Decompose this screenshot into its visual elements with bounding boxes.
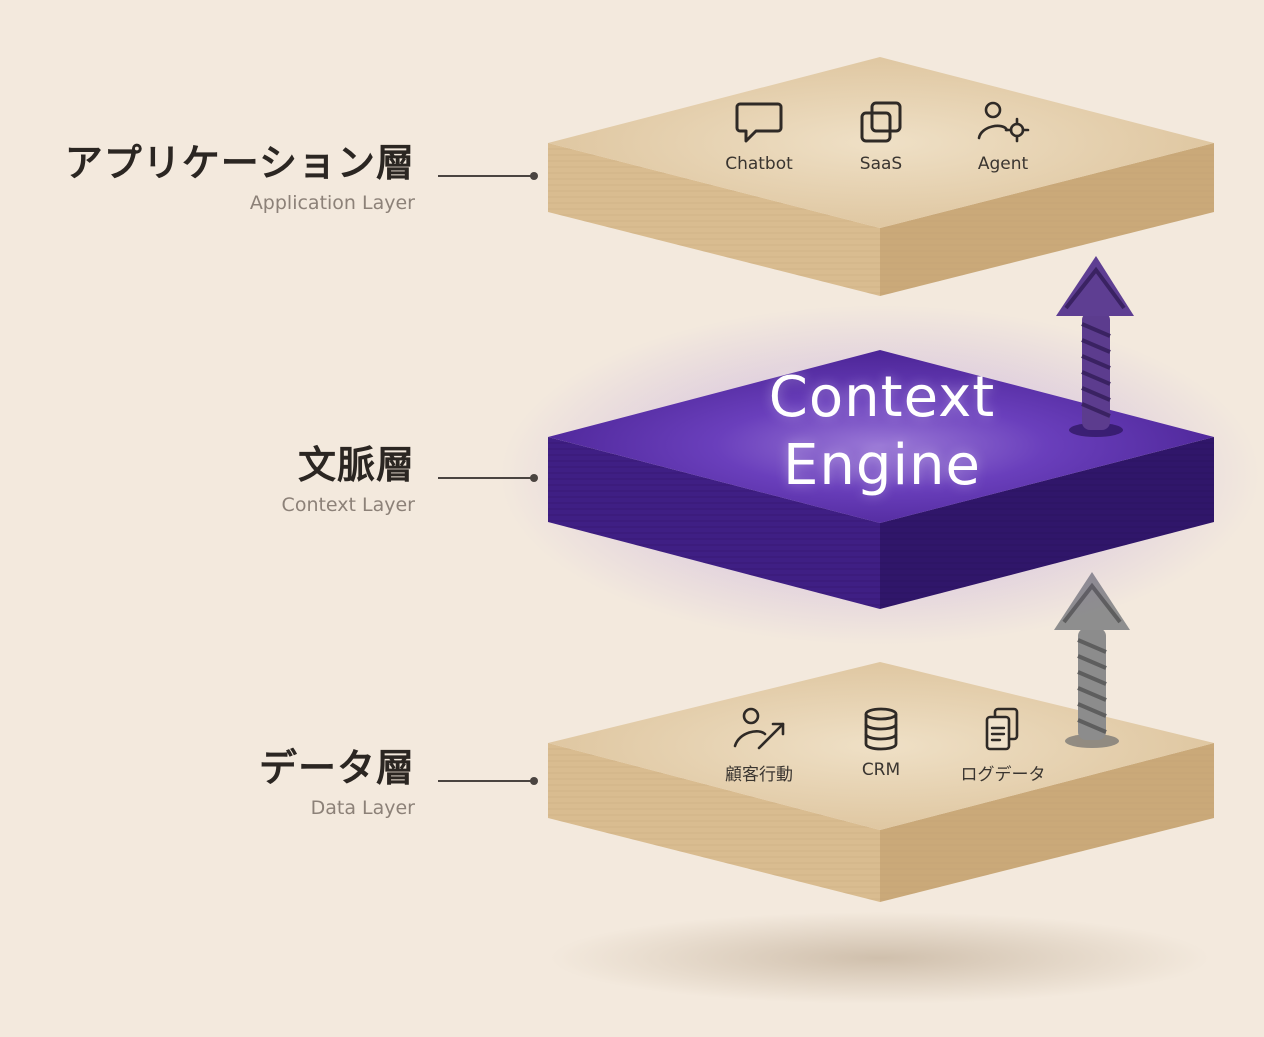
stacked-squares-icon bbox=[860, 101, 902, 143]
log-data-label: ログデータ bbox=[960, 765, 1046, 785]
context-engine-title-line1: Context bbox=[768, 365, 996, 430]
data-layer-slab bbox=[548, 662, 1214, 902]
data-layer-title-ja: データ層 bbox=[258, 746, 415, 790]
crm-label: CRM bbox=[861, 760, 901, 780]
agent-label: Agent bbox=[977, 154, 1029, 174]
data-layer-label: データ層 Data Layer bbox=[259, 746, 415, 820]
application-layer-title-en: Application Layer bbox=[249, 192, 415, 214]
chatbot-item: Chatbot bbox=[699, 100, 819, 174]
application-connector-line bbox=[438, 172, 538, 180]
data-connector-line bbox=[438, 777, 538, 785]
person-target-icon bbox=[977, 101, 1030, 143]
context-layer-title-en: Context Layer bbox=[281, 494, 415, 516]
crm-item: CRM bbox=[821, 706, 941, 780]
saas-item: SaaS bbox=[821, 100, 941, 174]
floor-shadow bbox=[550, 912, 1210, 1004]
application-layer-label: アプリケーション層 Application Layer bbox=[65, 141, 415, 215]
agent-item: Agent bbox=[943, 100, 1063, 174]
person-trend-icon bbox=[733, 707, 785, 750]
context-connector-line bbox=[438, 474, 538, 482]
context-layer-title-ja: 文脈層 bbox=[297, 443, 415, 487]
chat-bubble-icon bbox=[735, 102, 783, 143]
customer-behavior-label: 顧客行動 bbox=[725, 765, 793, 785]
database-icon bbox=[864, 707, 898, 751]
context-engine-title-line2: Engine bbox=[783, 433, 981, 498]
saas-label: SaaS bbox=[859, 154, 903, 174]
data-layer-title-en: Data Layer bbox=[310, 797, 415, 819]
context-layer-label: 文脈層 Context Layer bbox=[282, 443, 415, 517]
context-layer-slab bbox=[548, 350, 1214, 609]
data-slab-top bbox=[548, 662, 1214, 830]
customer-behavior-item: 顧客行動 bbox=[699, 706, 819, 785]
documents-icon bbox=[985, 707, 1019, 751]
chatbot-label: Chatbot bbox=[725, 154, 793, 174]
context-slab-top bbox=[548, 350, 1214, 523]
purple-rope-arrow bbox=[1056, 256, 1134, 437]
application-layer-slab bbox=[548, 57, 1214, 296]
application-layer-title-ja: アプリケーション層 bbox=[64, 141, 415, 185]
log-data-item: ログデータ bbox=[943, 706, 1063, 785]
